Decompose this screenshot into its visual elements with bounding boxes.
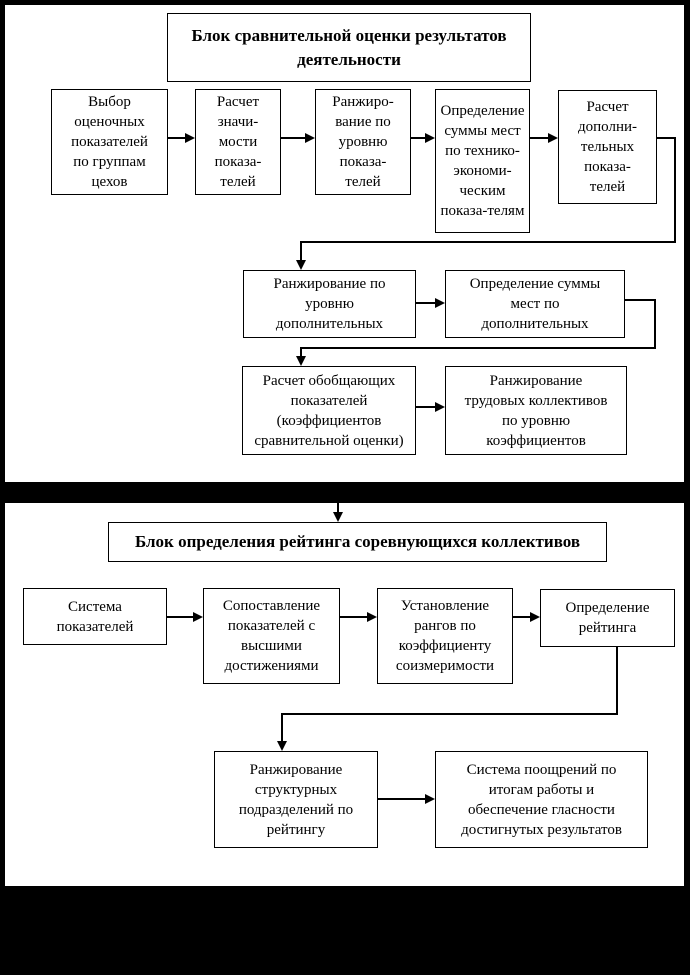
box-calc-additional: Расчет дополни- тельных показа- телей — [558, 90, 657, 204]
connector-right-drop-1 — [674, 137, 676, 243]
connector-into-r2 — [300, 241, 302, 261]
block1-title-box: Блок сравнительной оценки результатов де… — [167, 13, 531, 82]
box-comparison-best: Сопоставление показателей с высшими дост… — [203, 588, 340, 684]
arrowhead-into-b2r2 — [277, 741, 287, 751]
arrowhead-r1-2 — [305, 133, 315, 143]
connector-box5-exit — [657, 137, 676, 139]
box-ranking-collectives: Ранжирование трудовых коллективов по уро… — [445, 366, 627, 455]
connector-elbow-2 — [300, 347, 656, 349]
connector-right-drop-2 — [654, 299, 656, 349]
connector-rating-drop — [616, 647, 618, 715]
box-incentive-system: Система поощрений по итогам работы и обе… — [435, 751, 648, 848]
arrowhead-into-r2 — [296, 260, 306, 270]
connector-r3 — [416, 406, 436, 408]
connector-r1-2 — [281, 137, 306, 139]
arrowhead-b2r1-3 — [530, 612, 540, 622]
connector-elbow-1 — [300, 241, 676, 243]
arrowhead-r3 — [435, 402, 445, 412]
connector-r1-4 — [530, 137, 549, 139]
box-calc-significance: Расчет значи- мости показа- телей — [195, 89, 281, 195]
box-ranking-additional: Ранжирование по уровню дополнительных — [243, 270, 416, 338]
connector-interblock — [337, 495, 339, 515]
box-rating-determination: Определение рейтинга — [540, 589, 675, 647]
connector-b2r2 — [378, 798, 426, 800]
connector-b2r1-1 — [167, 616, 194, 618]
connector-r1-1 — [168, 137, 186, 139]
box-ranking-subdivisions: Ранжирование структурных подразделений п… — [214, 751, 378, 848]
connector-elbow-3 — [281, 713, 618, 715]
connector-b2r1-2 — [340, 616, 368, 618]
connector-into-b2r2 — [281, 713, 283, 742]
arrowhead-interblock — [333, 512, 343, 522]
arrowhead-b2r2 — [425, 794, 435, 804]
box-select-indicators: Выбор оценочных показателей по группам ц… — [51, 89, 168, 195]
arrowhead-r1-1 — [185, 133, 195, 143]
box-indicator-system: Система показателей — [23, 588, 167, 645]
arrowhead-r1-3 — [425, 133, 435, 143]
connector-r2-exit — [625, 299, 656, 301]
arrowhead-b2r1-2 — [367, 612, 377, 622]
box-ranking-by-level: Ранжиро- вание по уровню показа- телей — [315, 89, 411, 195]
arrowhead-into-r3 — [296, 356, 306, 366]
box-sum-of-places-tech: Определение суммы мест по технико- эконо… — [435, 89, 530, 233]
box-sum-places-additional: Определение суммы мест по дополнительных — [445, 270, 625, 338]
connector-into-r3 — [300, 347, 302, 359]
arrowhead-r2 — [435, 298, 445, 308]
arrowhead-r1-4 — [548, 133, 558, 143]
connector-r1-3 — [411, 137, 426, 139]
block2-title-box: Блок определения рейтинга соревнующихся … — [108, 522, 607, 562]
connector-r2 — [416, 302, 436, 304]
connector-b2r1-3 — [513, 616, 531, 618]
arrowhead-b2r1-1 — [193, 612, 203, 622]
box-calc-generalizing: Расчет обобщающих показателей (коэффицие… — [242, 366, 416, 455]
box-rank-setting: Установление рангов по коэффициенту соиз… — [377, 588, 513, 684]
